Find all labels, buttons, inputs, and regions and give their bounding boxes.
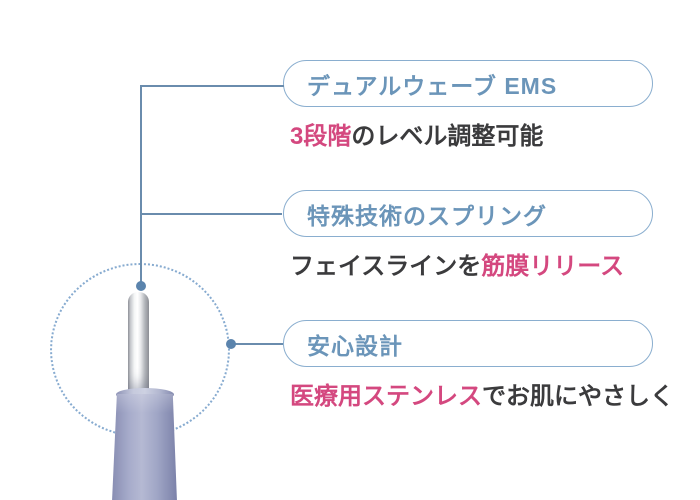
feature-description: 3段階のレベル調整可能 bbox=[290, 122, 683, 152]
connector-line-feature-3 bbox=[231, 343, 283, 345]
connector-vertical-line bbox=[140, 85, 142, 287]
device-body bbox=[112, 394, 177, 500]
description-highlight: 3段階 bbox=[290, 123, 352, 150]
feature-label: デュアルウェーブ EMS bbox=[307, 72, 558, 99]
connector-line-feature-2 bbox=[140, 213, 282, 215]
feature-block-safe-design: 安心設計 医療用ステンレスでお肌にやさしく bbox=[283, 320, 683, 412]
feature-label: 安心設計 bbox=[307, 332, 403, 359]
feature-block-dual-wave-ems: デュアルウェーブ EMS 3段階のレベル調整可能 bbox=[283, 60, 683, 152]
description-highlight: 筋膜リリース bbox=[481, 253, 625, 280]
connector-dot-device-tip bbox=[136, 281, 146, 291]
connector-dot-focus-circle bbox=[226, 339, 236, 349]
description-text: でお肌にやさしく bbox=[482, 383, 674, 410]
device-stainless-pin bbox=[128, 292, 149, 394]
description-text: フェイスラインを bbox=[290, 253, 482, 280]
connector-line-feature-1 bbox=[140, 85, 284, 87]
description-highlight: 医療用ステンレス bbox=[290, 383, 482, 410]
feature-description: 医療用ステンレスでお肌にやさしく bbox=[290, 382, 683, 412]
feature-pill-dual-wave-ems: デュアルウェーブ EMS bbox=[283, 60, 653, 107]
feature-pill-spring-technology: 特殊技術のスプリング bbox=[283, 190, 653, 237]
feature-pill-safe-design: 安心設計 bbox=[283, 320, 653, 367]
feature-block-spring-technology: 特殊技術のスプリング フェイスラインを筋膜リリース bbox=[283, 190, 683, 282]
description-text: のレベル調整可能 bbox=[351, 123, 544, 150]
feature-description: フェイスラインを筋膜リリース bbox=[290, 252, 683, 282]
feature-label: 特殊技術のスプリング bbox=[307, 202, 547, 229]
